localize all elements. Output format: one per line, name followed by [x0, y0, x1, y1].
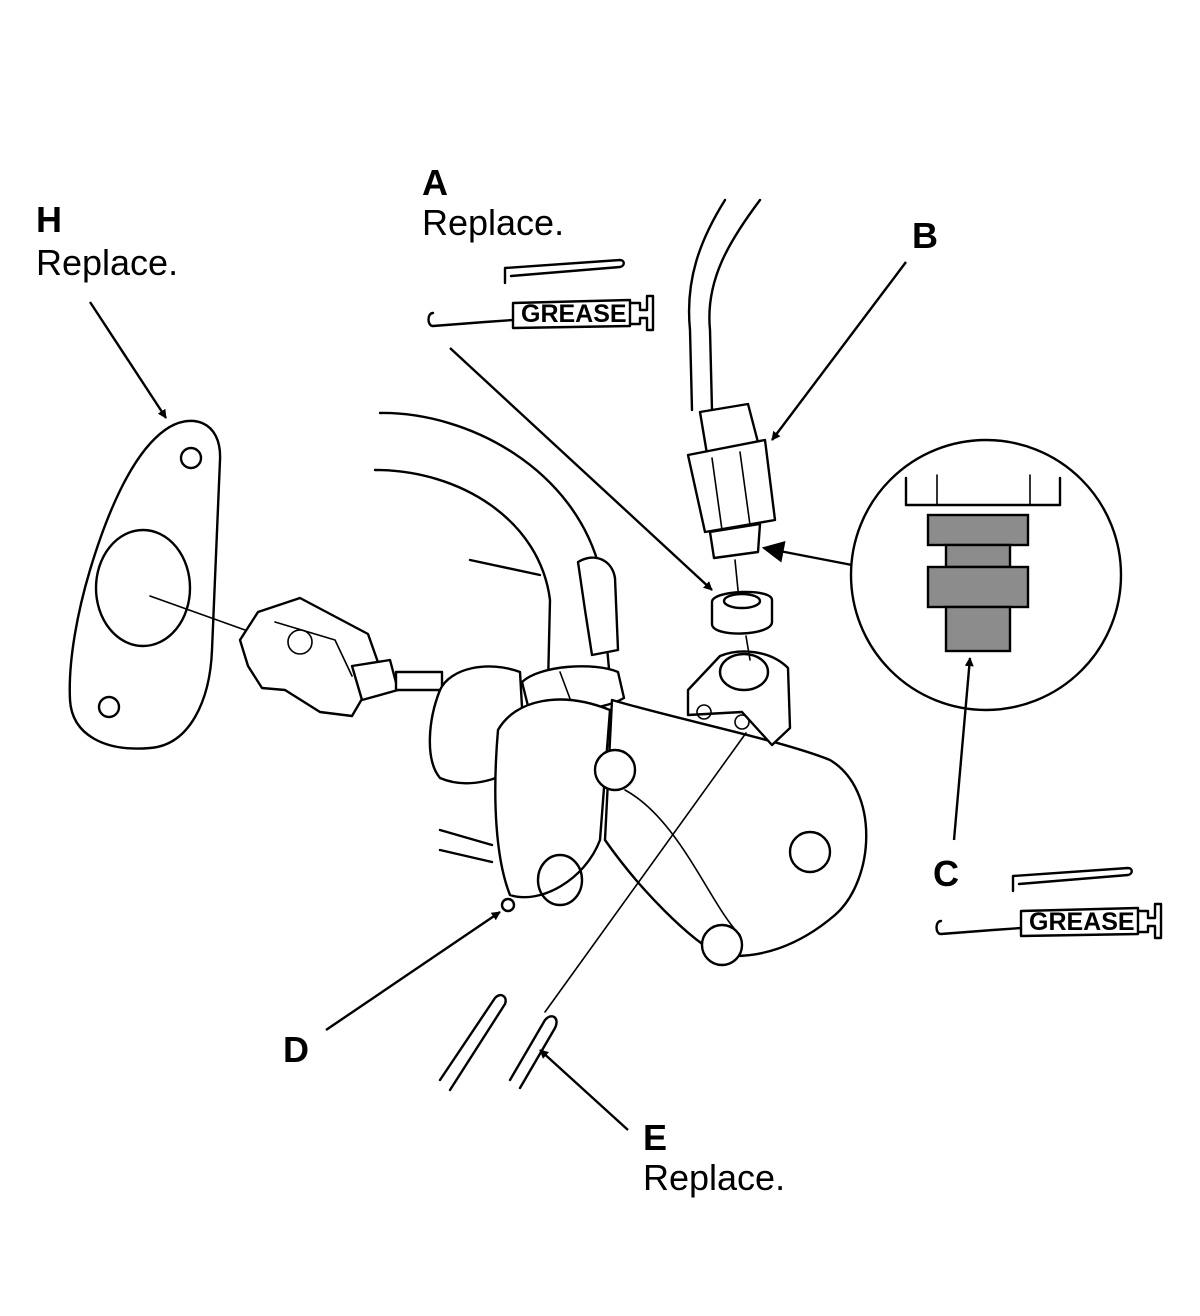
callout-b-letter: B [912, 215, 938, 256]
pipe-and-flare-nut-b [686, 198, 777, 611]
grease-a-text: GREASE [521, 300, 627, 328]
callout-e-letter: E [643, 1117, 668, 1158]
cotter-pin-e [438, 732, 747, 1092]
grease-gun-icon: GREASE [427, 258, 655, 332]
callout-a-note: Replace. [422, 202, 565, 243]
callout-h-note: Replace. [36, 242, 179, 283]
master-cylinder [428, 556, 868, 967]
callout-d-letter: D [283, 1029, 309, 1070]
grease-c-text: GREASE [1029, 908, 1135, 936]
callout-e-note: Replace. [643, 1157, 786, 1198]
grease-gun-icon: GREASE [935, 866, 1163, 940]
seal-a [710, 590, 774, 661]
leader-lines [88, 261, 974, 1131]
callout-c-letter: C [933, 853, 959, 894]
callout-h-letter: H [36, 199, 62, 240]
gasket-h [68, 419, 222, 750]
callout-a-letter: A [422, 162, 448, 203]
detail-circle-c [849, 438, 1123, 712]
push-rod-clevis [149, 595, 444, 718]
